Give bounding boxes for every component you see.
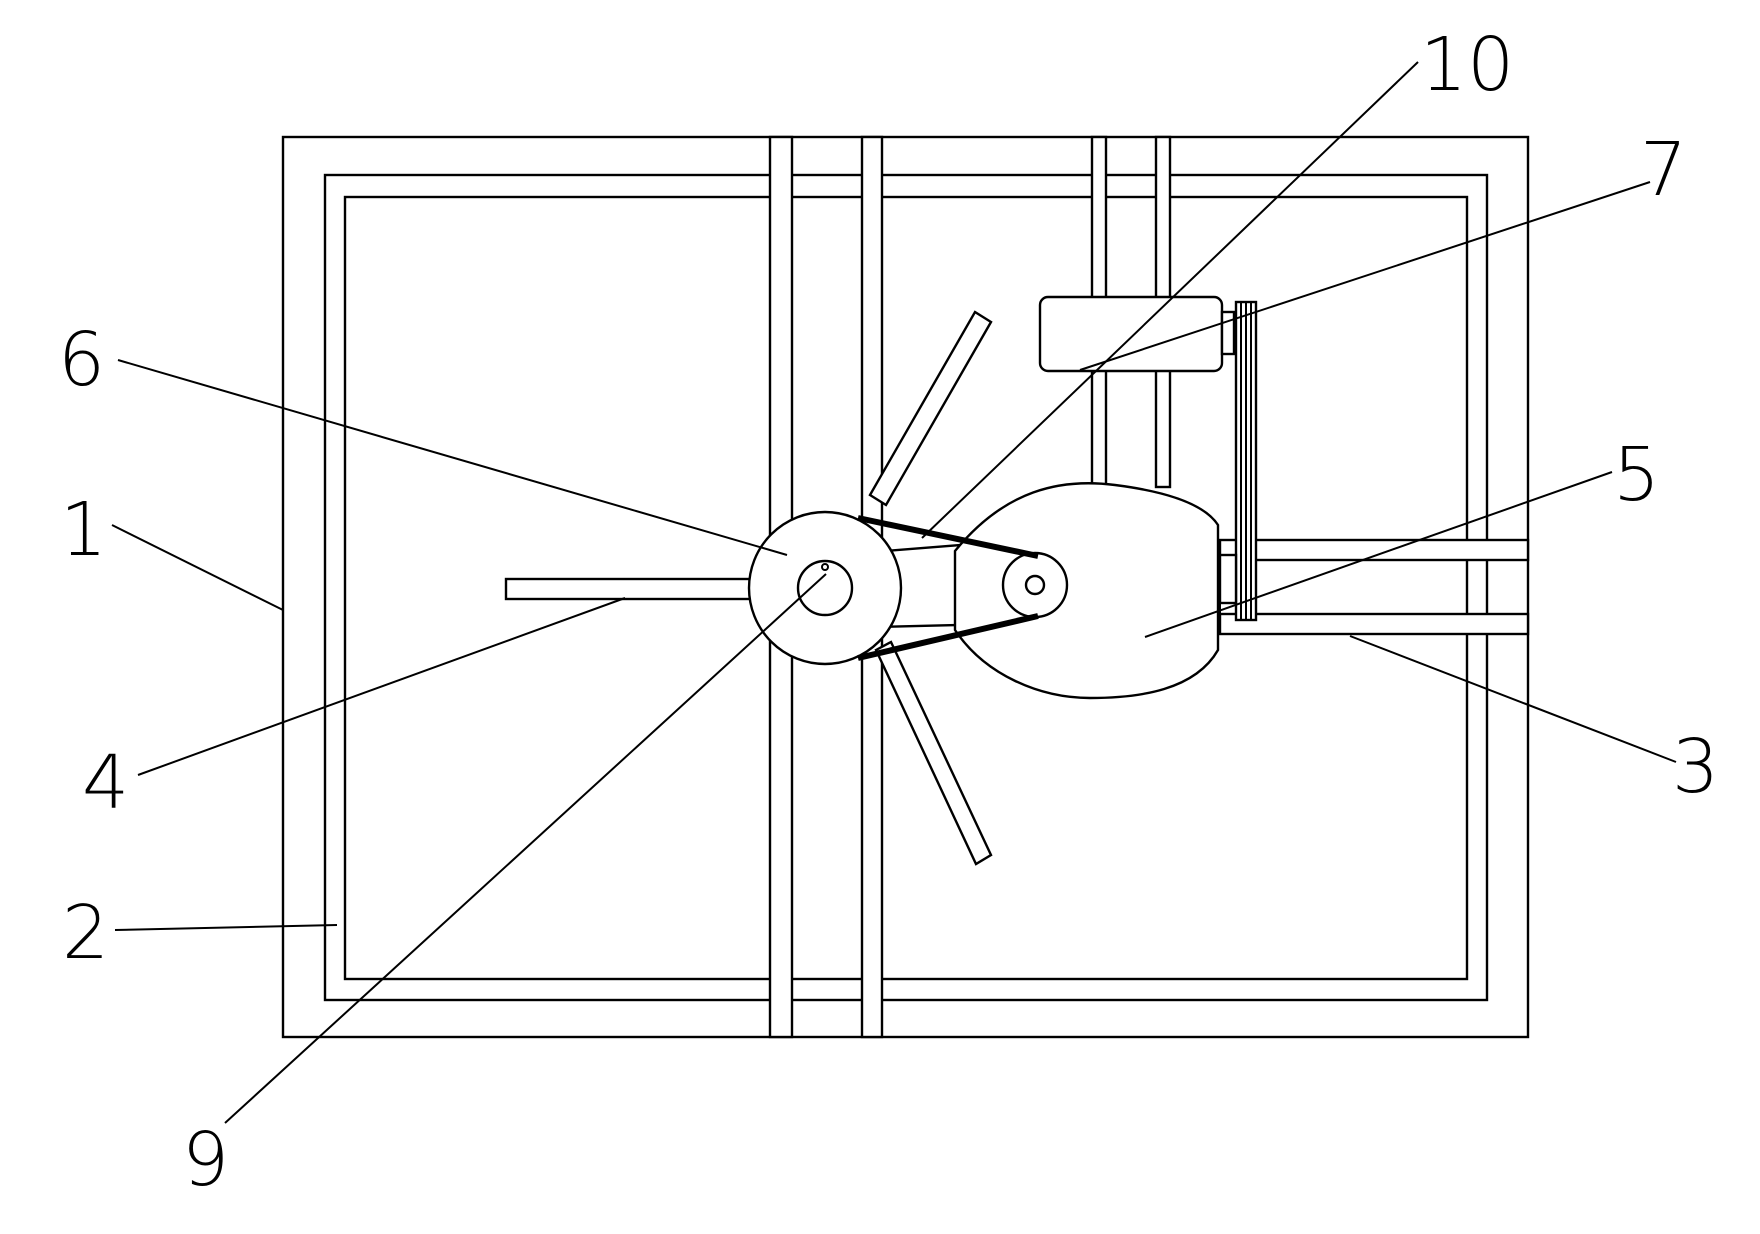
label-4: 4 <box>82 740 129 826</box>
left-arm <box>504 577 758 601</box>
reference-numbers: 1 2 3 4 5 6 7 9 10 <box>58 22 1719 1203</box>
label-10: 10 <box>1420 22 1514 108</box>
label-3: 3 <box>1672 724 1719 810</box>
label-1: 1 <box>60 487 107 573</box>
small-pulley <box>1001 551 1069 619</box>
outer-frame <box>281 135 1530 1039</box>
side-belt <box>1218 300 1258 622</box>
label-6: 6 <box>58 317 105 403</box>
inner-frame <box>323 173 1489 1002</box>
label-9: 9 <box>182 1117 229 1203</box>
upper-paddle <box>868 310 993 507</box>
label-2: 2 <box>62 890 109 976</box>
label-7: 7 <box>1640 127 1687 213</box>
label-5: 5 <box>1613 432 1660 518</box>
large-pulley <box>747 510 903 666</box>
motor <box>1038 295 1236 373</box>
housing <box>953 482 1220 700</box>
lower-paddle <box>874 640 993 866</box>
leader-lines <box>111 61 1677 1124</box>
drive-belt <box>857 515 1039 661</box>
right-arm <box>1218 538 1530 636</box>
